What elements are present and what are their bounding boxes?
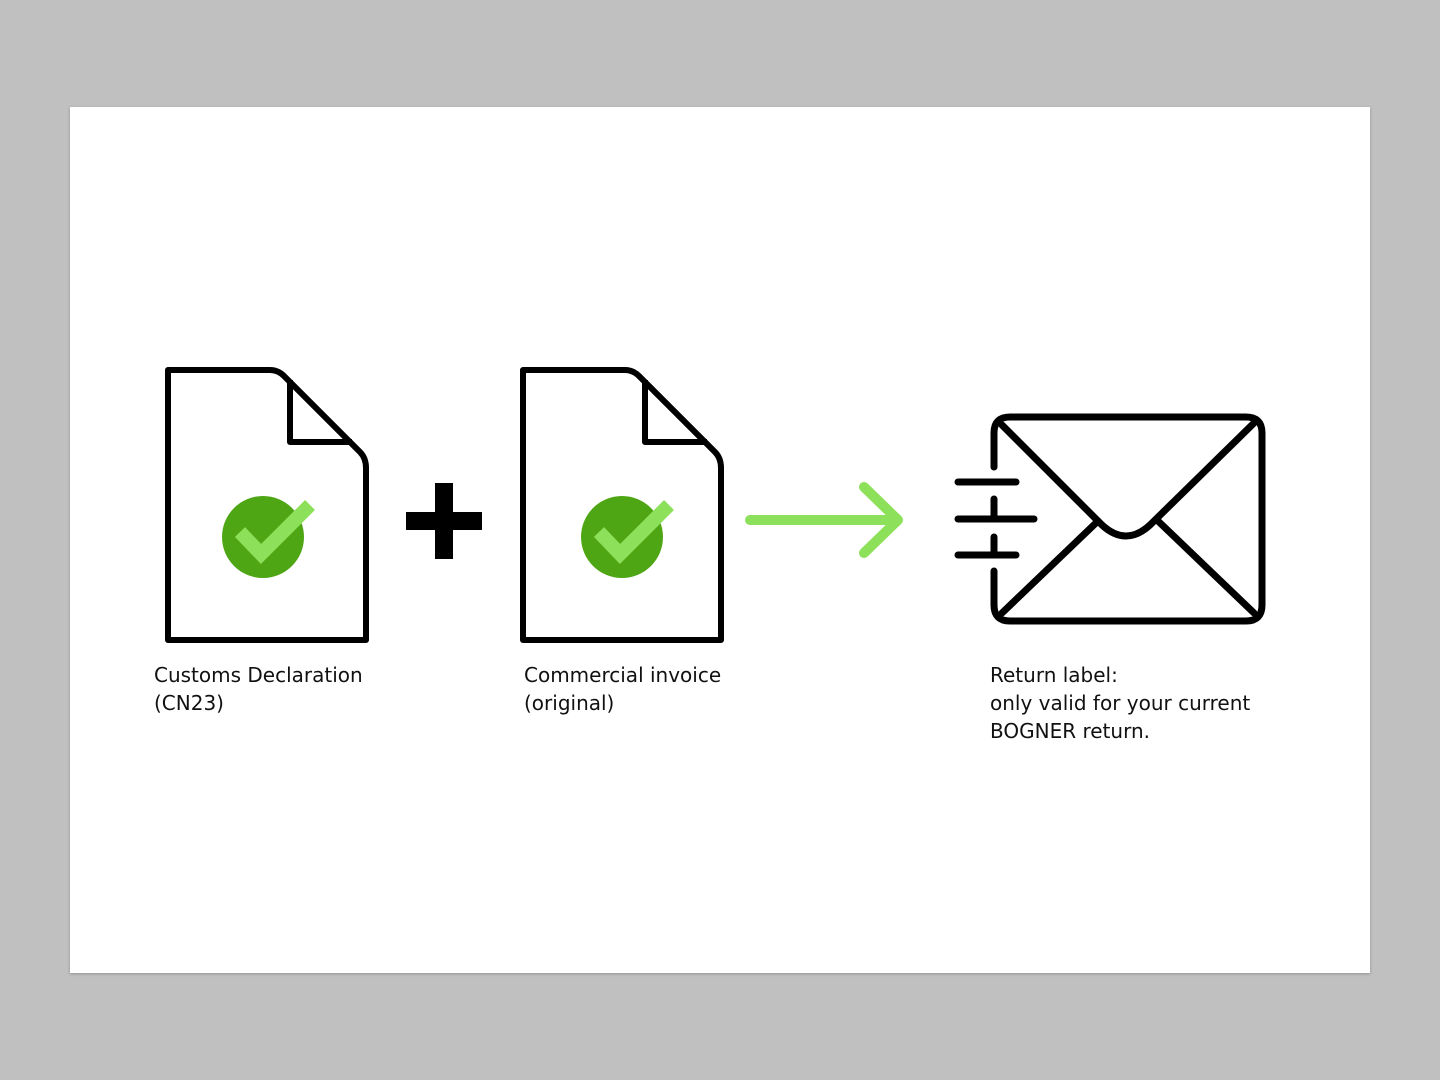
document-check-icon — [520, 367, 724, 643]
caption-customs-declaration: Customs Declaration (CN23) — [154, 661, 363, 717]
caption-line: (original) — [524, 691, 615, 715]
check-mark — [234, 500, 315, 565]
check-circle — [581, 496, 663, 578]
caption-return-label: Return label: only valid for your curren… — [990, 661, 1250, 745]
caption-line: only valid for your current — [990, 691, 1251, 715]
caption-line: (CN23) — [154, 691, 224, 715]
instruction-card: Customs Declaration (CN23) Commercial in… — [70, 107, 1370, 973]
check-circle — [222, 496, 304, 578]
caption-line: Commercial invoice — [524, 663, 722, 687]
check-mark — [593, 500, 674, 565]
caption-line: Customs Declaration — [154, 663, 363, 687]
caption-line: BOGNER return. — [990, 719, 1150, 743]
document-check-icon — [165, 367, 369, 643]
arrow-right-icon — [745, 482, 903, 558]
envelope-send-icon — [954, 413, 1266, 625]
plus-icon — [406, 483, 482, 559]
caption-line: Return label: — [990, 663, 1118, 687]
caption-commercial-invoice: Commercial invoice (original) — [524, 661, 721, 717]
